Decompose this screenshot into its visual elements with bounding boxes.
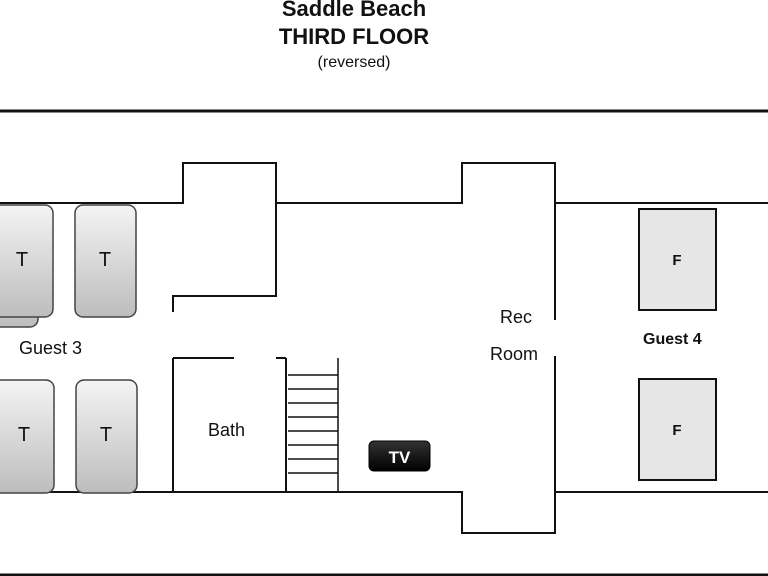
full-bed: F	[638, 378, 717, 481]
bottom-wall	[0, 491, 768, 534]
twin-bed: T	[75, 379, 138, 494]
twin-bed: T	[74, 204, 137, 318]
room-label-bath: Bath	[208, 420, 245, 440]
room-label-guest3: Guest 3	[19, 338, 82, 358]
closet-wall	[172, 203, 277, 312]
bed-label: F	[672, 422, 681, 439]
walls	[0, 162, 768, 534]
top-wall	[0, 162, 768, 204]
twin-bed: T	[0, 204, 54, 328]
bed-label: F	[672, 252, 681, 269]
floor-label: THIRD FLOOR	[278, 24, 430, 49]
tv: TV	[368, 440, 431, 472]
room-label-rec: Rec	[500, 307, 532, 327]
plan-title: Saddle Beach	[281, 0, 427, 21]
full-bed: F	[638, 208, 717, 311]
room-label-guest4: Guest 4	[643, 331, 702, 348]
bed-label: T	[100, 424, 112, 446]
staircase	[288, 358, 339, 492]
tv-label: TV	[389, 448, 411, 467]
reversed-note: (reversed)	[317, 54, 391, 71]
bed-label: T	[16, 249, 28, 271]
bed-label: T	[18, 424, 30, 446]
room-label-room: Room	[490, 344, 538, 364]
bed-label: T	[99, 249, 111, 271]
twin-bed: T	[0, 379, 55, 494]
